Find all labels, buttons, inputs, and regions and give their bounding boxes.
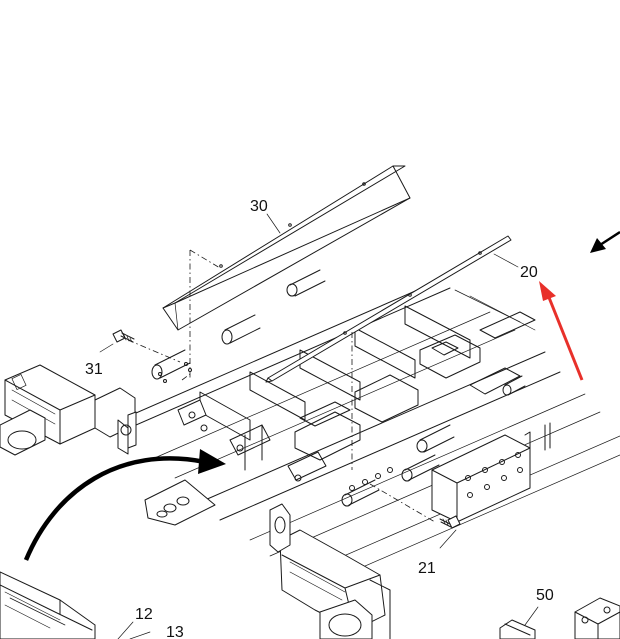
callout-20: 20 [520,264,538,281]
arrowhead-icon [198,449,226,474]
callout-12: 12 [135,606,153,623]
callout-13: 13 [166,624,184,639]
red-arrowhead-icon [539,281,556,301]
callout-50: 50 [536,587,554,604]
highlight-arrow [539,281,584,381]
leader-lines [99,213,539,639]
frame-assembly [0,269,620,639]
callout-30: 30 [250,198,268,215]
callout-31: 31 [85,361,103,378]
view-direction-arrow [590,230,620,253]
curved-direction-arrow [23,449,226,561]
part-30-angle-strip [162,165,411,331]
part-12-13-panel [0,571,96,639]
screw-31 [112,329,135,343]
part-50-bracket [499,597,620,639]
callout-21: 21 [418,560,436,577]
alignment-lines [127,249,436,523]
arrowhead-icon [590,238,606,253]
part-20-long-rod [265,235,512,383]
screw-21 [439,515,461,529]
